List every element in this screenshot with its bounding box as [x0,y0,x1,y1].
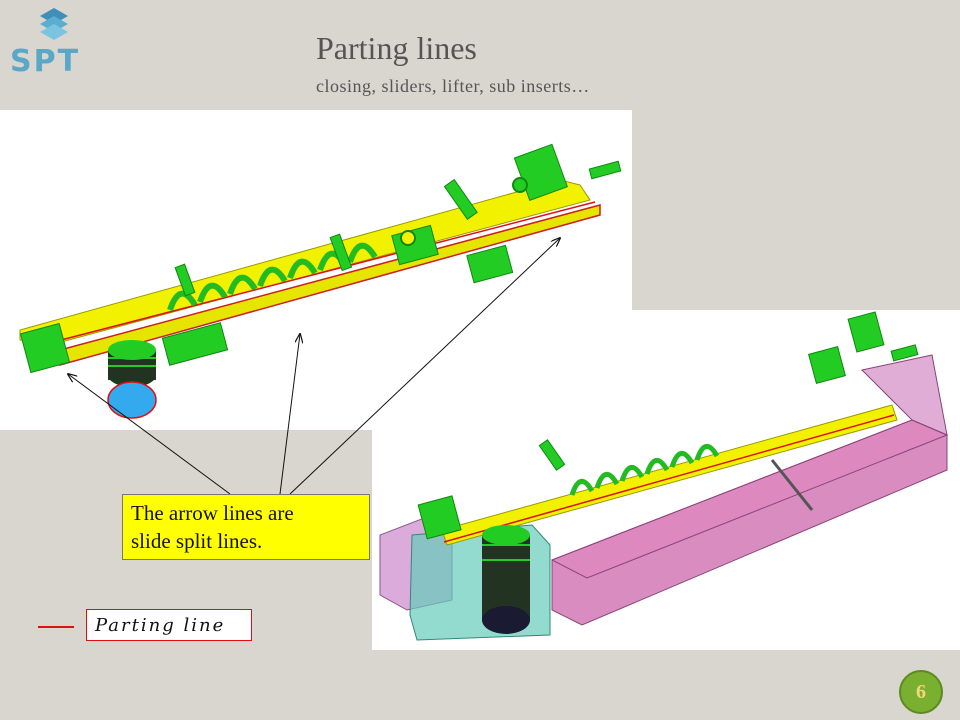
slide-subtitle: closing, sliders, lifter, sub inserts… [316,76,590,96]
callout-line-1: The arrow lines are [131,501,294,525]
callout-line-2: slide split lines. [131,529,263,553]
spt-logo [10,8,110,88]
slide-title: Parting lines [316,30,477,66]
slider-assembly-image [372,310,960,650]
callout-box: The arrow lines are slide split lines. [122,494,370,560]
legend-label: Parting line [95,615,226,636]
page-number: 6 [916,680,926,703]
logo-text: SPT [10,44,81,79]
page-number-badge: 6 [899,670,943,714]
parting-line-legend: Parting line [86,609,252,641]
parting-line-swatch [38,626,74,628]
